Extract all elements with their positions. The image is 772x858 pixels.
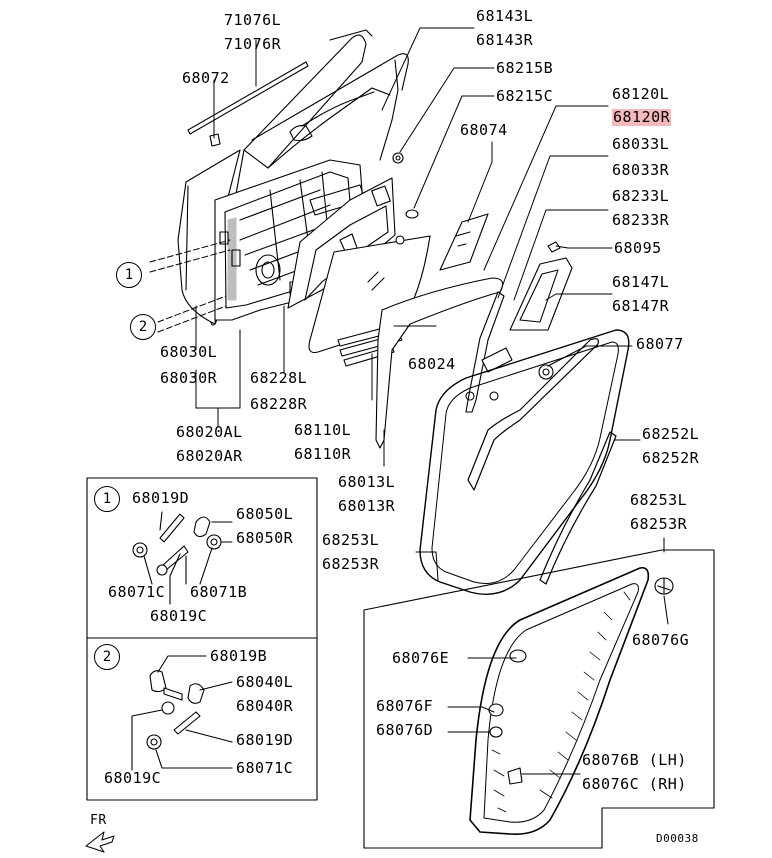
part-label-68020AR: 68020AR: [176, 447, 243, 465]
part-label-68076E: 68076E: [392, 649, 450, 667]
part-label-68253L-mid: 68253L: [322, 531, 380, 549]
part-label-68019D-box1: 68019D: [132, 489, 190, 507]
part-label-68253R-mid: 68253R: [322, 555, 380, 573]
part-label-68076D: 68076D: [376, 721, 434, 739]
part-label-68071B: 68071B: [190, 583, 248, 601]
part-label-68228L: 68228L: [250, 369, 308, 387]
part-label-68033R: 68033R: [612, 161, 670, 179]
part-label-68030L: 68030L: [160, 343, 218, 361]
part-label-68040R: 68040R: [236, 697, 294, 715]
part-label-68095: 68095: [614, 239, 662, 257]
part-label-68252R: 68252R: [642, 449, 700, 467]
front-direction-label: FR: [90, 813, 107, 828]
detail-box-2-marker: 2: [94, 644, 120, 670]
part-label-71076R: 71076R: [224, 35, 282, 53]
inner-door-weatherstrip: [467, 338, 617, 585]
part-label-68110R: 68110R: [294, 445, 352, 463]
part-label-68013R: 68013R: [338, 497, 396, 515]
part-label-68076F: 68076F: [376, 697, 434, 715]
part-label-68143L: 68143L: [476, 7, 534, 25]
part-label-68120L: 68120L: [612, 85, 670, 103]
part-label-68019D-box2: 68019D: [236, 731, 294, 749]
door-opening-weatherstrip: [419, 329, 630, 595]
part-label-68019C-box1: 68019C: [150, 607, 208, 625]
part-label-68072: 68072: [182, 69, 230, 87]
quarter-window-molding: [509, 257, 573, 331]
part-label-68252L: 68252L: [642, 425, 700, 443]
detail-box-1-marker: 1: [94, 486, 120, 512]
center-sash: [465, 291, 513, 413]
part-label-68013L: 68013L: [338, 473, 396, 491]
part-label-68020AL: 68020AL: [176, 423, 243, 441]
detail-boxes: [86, 477, 318, 801]
part-label-68030R: 68030R: [160, 369, 218, 387]
part-label-68110L: 68110L: [294, 421, 352, 439]
callout-circle-2: 2: [130, 314, 156, 340]
diagram-code: D00038: [656, 832, 699, 845]
part-label-68071C-box2: 68071C: [236, 759, 294, 777]
part-label-68019C-box2: 68019C: [104, 769, 162, 787]
part-label-68071C-box1: 68071C: [108, 583, 166, 601]
part-label-71076L: 71076L: [224, 11, 282, 29]
part-label-68233R: 68233R: [612, 211, 670, 229]
part-label-68147R: 68147R: [612, 297, 670, 315]
part-label-68253R-upper: 68253R: [630, 515, 688, 533]
part-label-68050R: 68050R: [236, 529, 294, 547]
clip-parts: [187, 61, 561, 380]
part-label-68215B: 68215B: [496, 59, 554, 77]
part-label-68233L: 68233L: [612, 187, 670, 205]
part-label-68228R: 68228R: [250, 395, 308, 413]
part-label-68077: 68077: [636, 335, 684, 353]
part-label-68024: 68024: [408, 355, 456, 373]
quarter-glass: [439, 213, 489, 271]
front-direction-arrow: [85, 831, 115, 853]
part-label-68215C: 68215C: [496, 87, 554, 105]
part-label-68019B: 68019B: [210, 647, 268, 665]
callout-circle-1: 1: [116, 262, 142, 288]
part-label-68050L: 68050L: [236, 505, 294, 523]
part-label-68143R: 68143R: [476, 31, 534, 49]
part-label-68076G: 68076G: [632, 631, 690, 649]
leader-lines: [149, 27, 669, 775]
part-label-68147L: 68147L: [612, 273, 670, 291]
part-label-68074: 68074: [460, 121, 508, 139]
part-label-68076B-LH: 68076B (LH): [582, 751, 687, 769]
part-label-68120R-highlighted: 68120R: [612, 108, 672, 126]
part-label-68076C-RH: 68076C (RH): [582, 775, 687, 793]
part-label-68253L-upper: 68253L: [630, 491, 688, 509]
part-label-68040L: 68040L: [236, 673, 294, 691]
part-label-68033L: 68033L: [612, 135, 670, 153]
